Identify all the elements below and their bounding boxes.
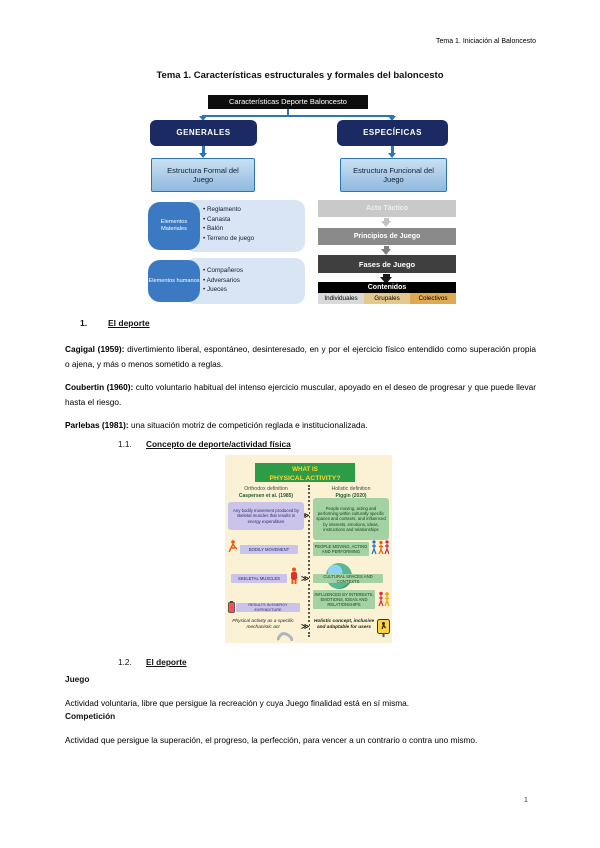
diagram-root-box: Características Deporte Baloncesto — [208, 95, 368, 109]
crossing-sign-icon — [377, 619, 390, 637]
humanos-list: Compañeros Adversarios Jueces — [203, 266, 243, 295]
generales-box: GENERALES — [150, 120, 257, 146]
contenidos-cells: Individuales Grupales Colectivos — [318, 293, 456, 304]
term-juego: Juego — [65, 674, 90, 684]
arrow-down-icon — [383, 274, 390, 277]
term-competicion: Competición — [65, 711, 116, 721]
materiales-list: Reglamento Canasta Balón Terreno de jueg… — [203, 205, 254, 243]
runner-icon — [228, 540, 238, 553]
arrow-down-icon — [381, 221, 391, 227]
arrow-down-icon — [384, 218, 389, 221]
orthodox-caption: Physical activity as a specific mechanis… — [232, 619, 294, 630]
step-fases: Fases de Juego — [318, 255, 456, 273]
citation-author: Cagigal (1959): — [65, 344, 125, 355]
holistic-definition-box: People moving, acting and performing wit… — [313, 498, 389, 540]
arrow-down-icon — [384, 246, 389, 249]
list-item: Adversarios — [203, 276, 243, 286]
orthodox-source: Caspersen et al. (1985) — [238, 492, 294, 499]
list-item: Compañeros — [203, 266, 243, 276]
especificas-box: ESPECÍFICAS — [337, 120, 448, 146]
battery-icon — [228, 601, 235, 613]
infographic-title-line1: WHAT IS — [292, 466, 318, 473]
chip-bodily-movement: BODILY MOVEMENT — [240, 545, 298, 554]
list-item: Jueces — [203, 285, 243, 295]
characteristics-diagram: Características Deporte Baloncesto GENER… — [130, 93, 482, 309]
estructura-funcional-box: Estructura Funcional del Juego — [340, 158, 447, 192]
arrow-down-icon — [388, 116, 396, 121]
infographic-title: WHAT IS PHYSICAL ACTIVITY? — [255, 463, 355, 482]
citation-text: una situación motriz de competición regl… — [128, 420, 368, 431]
paragraph-coubertin: Coubertin (1960): culto voluntario habit… — [65, 380, 536, 409]
chevron-right-icon: ≫ — [301, 622, 310, 631]
citation-text: divertimiento liberal, espontáneo, desin… — [65, 344, 536, 369]
chevron-right-icon: ≫ — [301, 574, 310, 583]
arrow-down-icon — [388, 153, 396, 158]
physical-activity-infographic: WHAT IS PHYSICAL ACTIVITY? Orthodox defi… — [225, 455, 392, 643]
chip-influenced-by: INFLUENCED BY INTERESTS, EMOTIONS, IDEAS… — [313, 590, 375, 609]
orthodox-header-text: Orthodox definition — [244, 486, 288, 492]
arrow-down-icon — [380, 277, 392, 284]
infographic-title-line2: PHYSICAL ACTIVITY? — [269, 475, 341, 482]
citation-author: Coubertin (1960): — [65, 382, 134, 393]
step-principios: Principios de Juego — [318, 228, 456, 245]
chevron-right-icon: ≫ — [301, 511, 310, 520]
paragraph-parlebas: Parlebas (1981): una situación motriz de… — [65, 418, 536, 433]
dotted-divider — [308, 485, 310, 637]
section-number: 1.1. — [118, 439, 132, 449]
connector-line — [287, 109, 289, 116]
connector-line — [391, 146, 394, 153]
estructura-formal-box: Estructura Formal del Juego — [151, 158, 255, 192]
paragraph-competicion: Actividad que persigue la superación, el… — [65, 735, 478, 746]
orthodox-header: Orthodox definition Caspersen et al. (19… — [226, 486, 306, 499]
holistic-source: Piggin (2020) — [335, 492, 367, 499]
page-title: Tema 1. Características estructurales y … — [156, 70, 444, 81]
cell-grupales: Grupales — [364, 293, 410, 304]
chip-people-moving: PEOPLE MOVING, ACTING AND PERFORMING — [313, 542, 369, 556]
elementos-materiales-label: Elementos Materiales — [148, 202, 200, 250]
people-group-icon — [371, 540, 389, 555]
holistic-caption: Holistic concept, inclusive and adaptabl… — [313, 619, 375, 630]
paragraph-cagigal: Cagigal (1959): divertimiento liberal, e… — [65, 342, 536, 371]
connector-line — [202, 146, 205, 153]
list-item: Balón — [203, 224, 254, 234]
elementos-humanos-label: Elementos humanos — [148, 260, 200, 302]
section-number: 1.2. — [118, 657, 132, 667]
chip-skeletal-muscles: SKELETAL MUSCLES — [231, 574, 287, 583]
section-title: Concepto de deporte/actividad física — [146, 439, 291, 449]
orthodox-definition-box: Any bodily movement produced by skeletal… — [228, 502, 304, 530]
citation-author: Parlebas (1981): — [65, 420, 129, 431]
list-item: Terreno de juego — [203, 234, 254, 244]
section-title: El deporte — [146, 657, 187, 667]
holistic-header: Holistic definition Piggin (2020) — [311, 486, 391, 499]
list-item: Canasta — [203, 215, 254, 225]
chip-cultural-spaces: CULTURAL SPACES AND CONTEXTS — [313, 574, 383, 584]
cell-colectivos: Colectivos — [410, 293, 456, 304]
contenidos-bar: Contenidos — [318, 282, 456, 293]
list-item: Reglamento — [203, 205, 254, 215]
paragraph-juego: Actividad voluntaria, libre que persigue… — [65, 698, 410, 709]
cell-individuales: Individuales — [318, 293, 364, 304]
section-title: El deporte — [108, 318, 150, 328]
arrow-down-icon — [199, 116, 207, 121]
arrow-down-icon — [381, 249, 391, 255]
flexed-arm-icon — [277, 632, 293, 641]
page-number: 1 — [524, 797, 528, 804]
anatomy-icon — [291, 567, 297, 584]
connector-line — [202, 115, 394, 117]
arrow-down-icon — [199, 153, 207, 158]
running-header: Tema 1. Iniciación al Baloncesto — [436, 38, 536, 45]
section-number: 1. — [80, 318, 88, 328]
citation-text: culto voluntario habitual del intenso ej… — [65, 382, 536, 407]
holistic-header-text: Holistic definition — [331, 486, 371, 492]
couple-icon — [378, 591, 390, 607]
step-acto-tactico: Acto Táctico — [318, 200, 456, 217]
chip-energy-expenditure: RESULTS IN ENERGY EXPENDITURE — [236, 603, 300, 612]
